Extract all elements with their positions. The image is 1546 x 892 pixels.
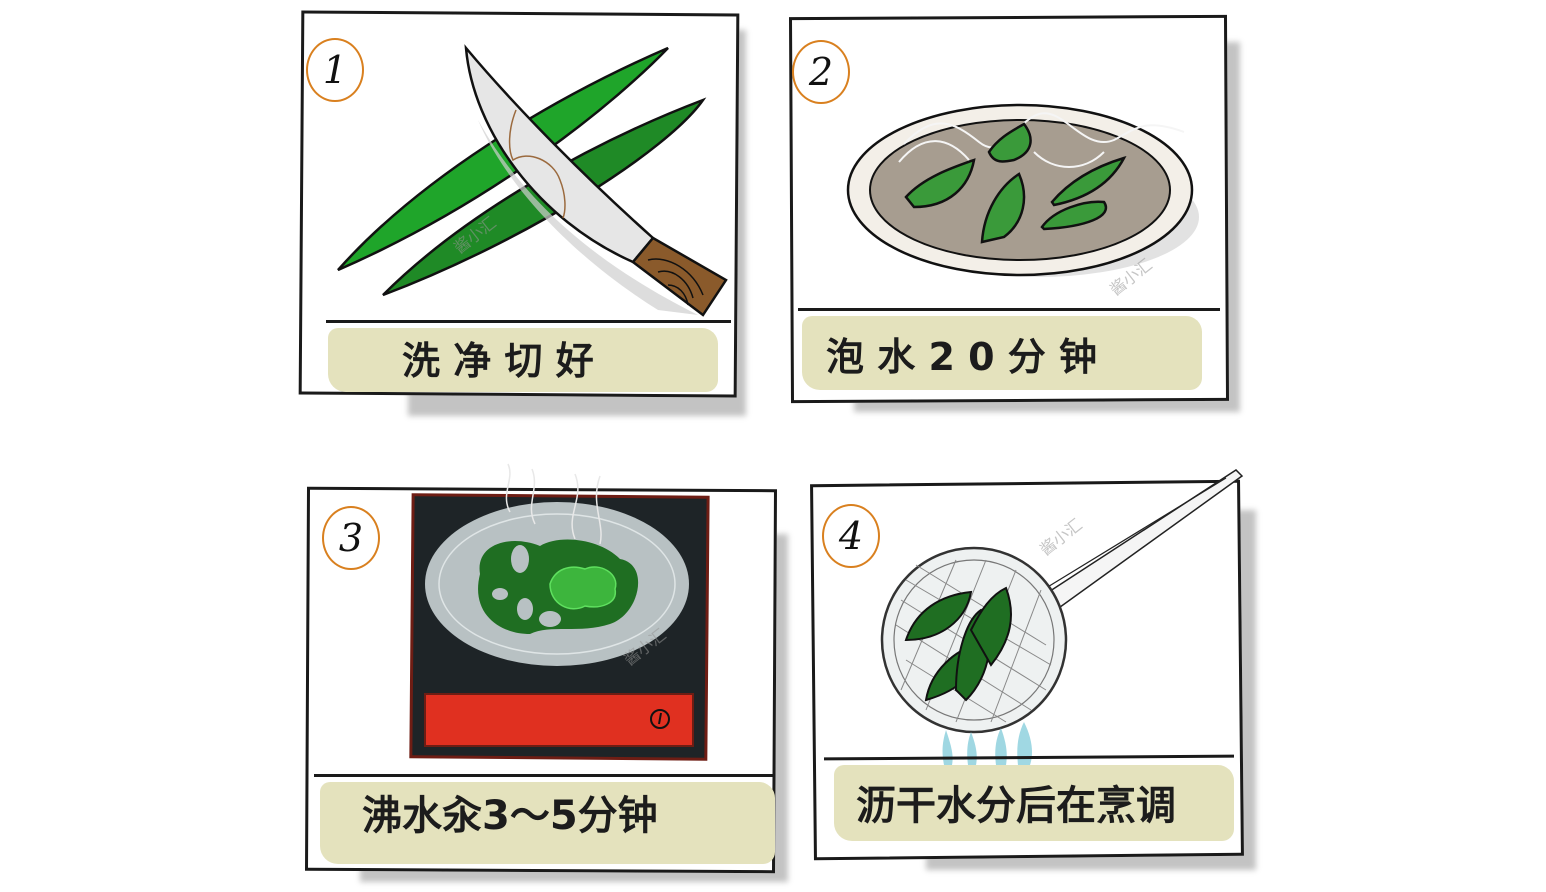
step-number-badge: 2 [792,40,850,104]
caption-highlight [802,316,1202,390]
blanching-cooker-illustration [409,463,710,761]
caption-highlight [328,328,718,392]
caption-highlight [320,782,775,864]
step-number-badge: 3 [322,506,380,570]
caption-highlight [834,765,1234,841]
step-panel-2: 2 酱小汇 泡 水 2 0 分 钟 [784,12,1244,412]
step-panel-3: 3 酱小汇 沸水汆3～5分钟 [300,463,790,884]
step-caption: 洗 净 切 好 [402,339,594,383]
strainer-illustration [880,469,1244,765]
caption-divider [798,308,1220,311]
step-number-badge: 1 [306,38,364,102]
step-caption: 泡 水 2 0 分 钟 [826,335,1098,379]
step-number-badge: 4 [822,504,880,568]
step-panel-4: 4 酱小汇 沥干水分后在烹调 [806,460,1256,870]
caption-divider [326,320,731,323]
soaking-bowl-illustration [846,103,1199,277]
step-caption: 沥干水分后在烹调 [856,783,1176,829]
step-caption: 沸水汆3～5分钟 [362,793,658,839]
caption-divider [314,774,774,777]
step-panel-1: 1 酱小汇 洗 净 切 好 [298,10,748,420]
knife-and-vegetables-illustration [337,44,728,317]
